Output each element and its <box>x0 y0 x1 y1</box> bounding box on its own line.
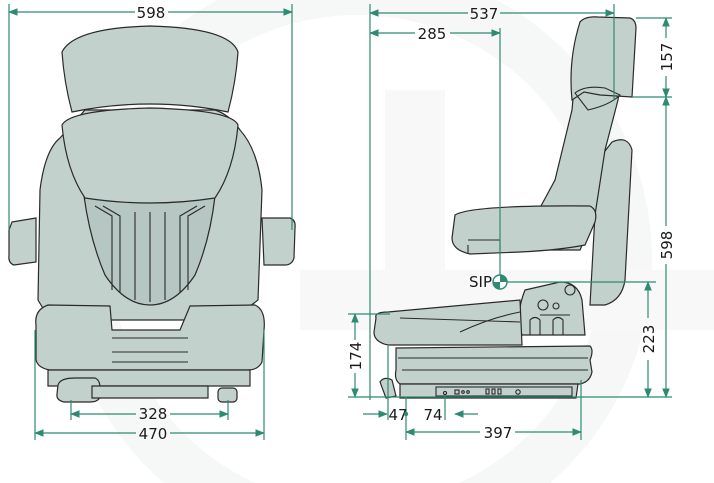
side-mount-offset-label: 74 <box>423 406 442 424</box>
side-backrest-height-label: 598 <box>658 231 676 260</box>
side-overall-depth-label: 537 <box>470 5 499 23</box>
left-armrest <box>8 217 37 266</box>
side-sip-depth-label: 285 <box>418 25 447 43</box>
side-sip-height-label: 223 <box>640 325 658 354</box>
sip-label: SIP <box>469 273 492 291</box>
right-armrest <box>261 217 296 266</box>
sip-marker: SIP <box>469 28 656 291</box>
side-mount-length-label: 397 <box>484 424 513 442</box>
side-seat-cushion <box>451 205 597 255</box>
headrest <box>61 25 239 113</box>
front-dimensions: 598 328 470 <box>8 4 293 443</box>
side-cushion-height-label: 174 <box>347 342 365 371</box>
side-front-offset-label: 47 <box>388 406 407 424</box>
side-headrest-height-label: 157 <box>658 43 676 72</box>
side-view-seat <box>373 16 637 399</box>
side-suspension <box>394 345 593 385</box>
right-foot <box>217 387 238 403</box>
front-overall-width-label: 598 <box>137 4 166 22</box>
base-rail <box>91 385 209 399</box>
side-headrest <box>570 16 637 102</box>
front-view-seat <box>8 25 296 403</box>
upper-cushion <box>61 107 239 204</box>
side-dimensions: 537 285 157 598 223 174 47 74 <box>347 4 676 442</box>
front-mount-spacing-label: 328 <box>139 405 168 423</box>
front-base-width-label: 470 <box>139 425 168 443</box>
